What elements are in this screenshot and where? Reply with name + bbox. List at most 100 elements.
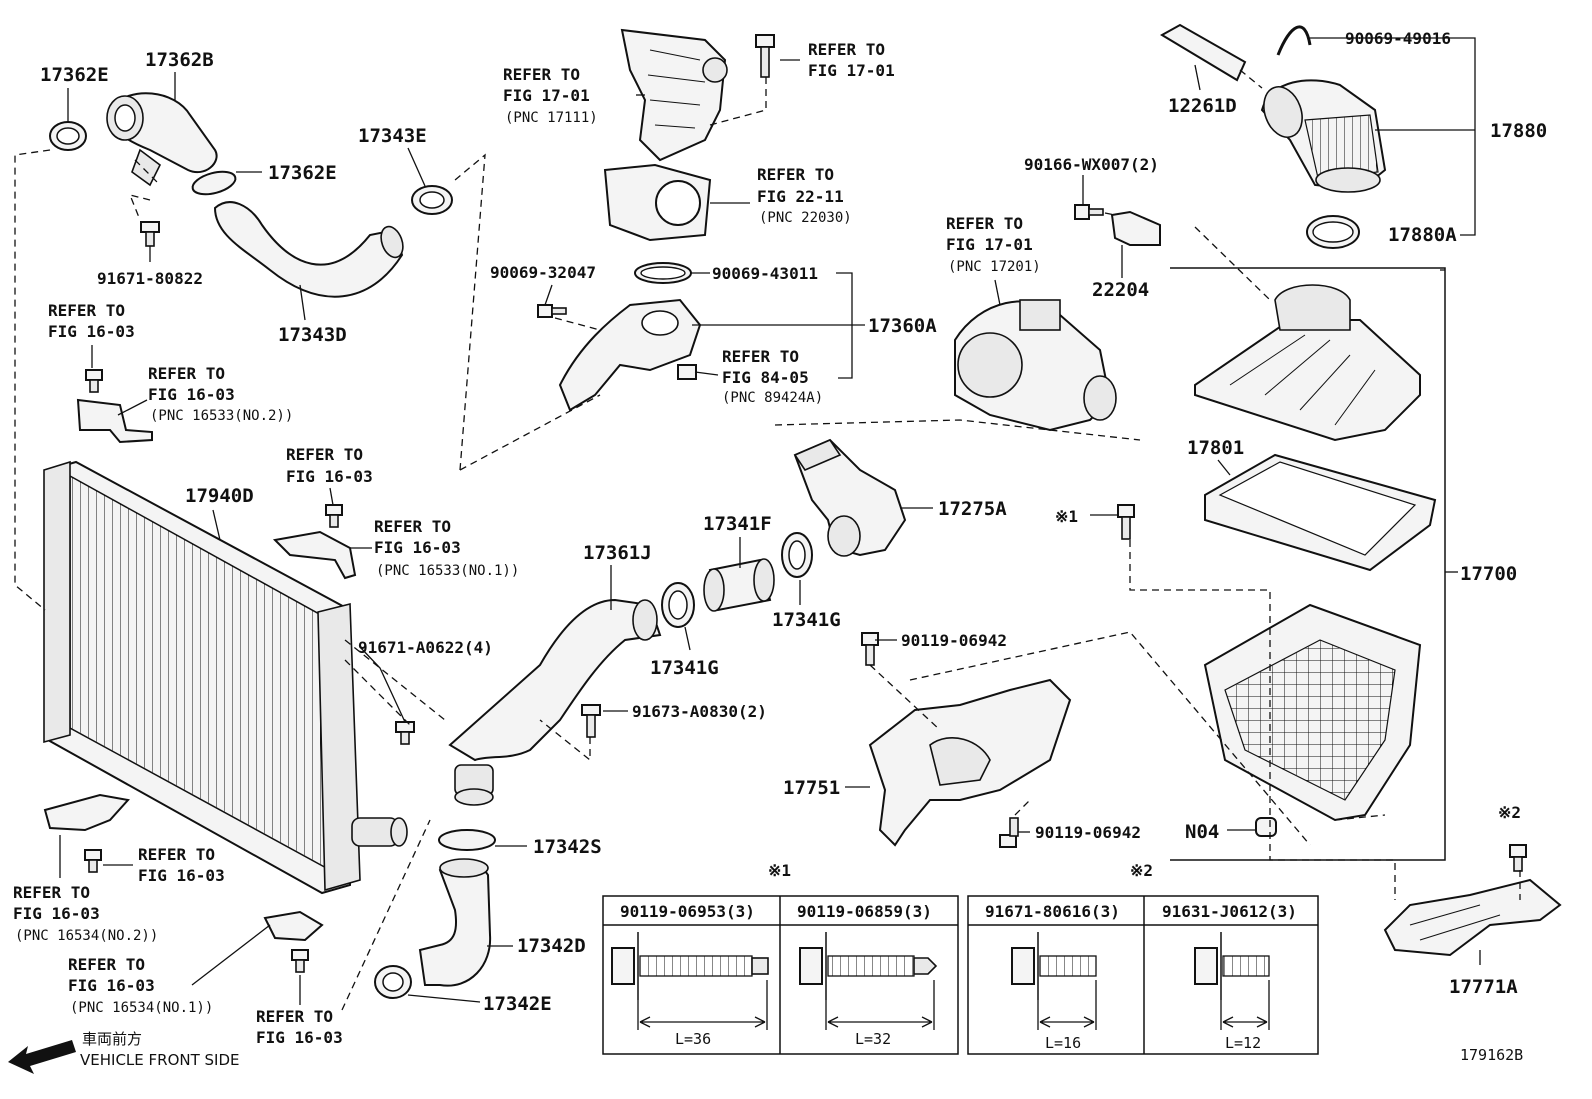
hose-17343d	[213, 201, 404, 298]
ref-17-01-c-l1: REFER TO	[946, 214, 1023, 233]
label-17801: 17801	[1187, 437, 1244, 459]
label-17342d: 17342D	[517, 935, 586, 957]
label-90069-32047: 90069-32047	[490, 263, 596, 282]
bolt-90119-06953-icon	[611, 932, 769, 1000]
ref-84-05-l2: FIG 84-05	[722, 368, 809, 387]
assembly-bracket-17700	[1170, 267, 1458, 861]
label-90069-49016: 90069-49016	[1345, 29, 1451, 48]
front-label-jp: 車両前方	[82, 1030, 142, 1048]
clamp-17341g-a	[661, 582, 695, 628]
label-diagram-id: 179162B	[1460, 1046, 1523, 1064]
table2-col2-part: 91631-J0612(3)	[1162, 902, 1297, 921]
bolt-90119-06859-icon	[799, 932, 938, 1000]
bracket-17771a	[1383, 878, 1562, 957]
label-91673-a0830: 91673-A0830(2)	[632, 702, 767, 721]
clamp-17880a	[1306, 215, 1360, 249]
bolt-refer-17-01	[755, 34, 775, 78]
label-90119-06942-a: 90119-06942	[901, 631, 1007, 650]
bolt-table-1: ※1 90119-06953(3) 90119-06859(3) L=36 L=…	[602, 861, 959, 1055]
gasket-90069-43011	[634, 262, 692, 284]
bolt-91631-j0612-icon	[1194, 932, 1270, 1000]
part-labels: 17362E 17362B 17362E 17343E 17343D 91671…	[40, 29, 1547, 1064]
table2-col1-length: L=16	[1045, 1034, 1081, 1052]
clamp-17362e-b	[191, 170, 237, 196]
sensor-89424a	[677, 364, 697, 380]
table2-col2-length: L=12	[1225, 1034, 1261, 1052]
intake-hose-17880	[1260, 79, 1387, 193]
ref-16-03-g-l3: (PNC 16534(NO.1))	[70, 1000, 213, 1016]
label-12261d: 12261D	[1168, 95, 1237, 117]
bracket-16534-no1	[263, 910, 324, 973]
bolt-table-2: ※2 91671-80616(3) 91631-J0612(3) L=16 L=…	[967, 861, 1319, 1055]
label-17940d: 17940D	[185, 485, 254, 507]
bracket-16534-no2	[43, 793, 130, 873]
ref-84-05-l3: (PNC 89424A)	[722, 390, 823, 406]
label-17341g-b: 17341G	[772, 609, 841, 631]
label-17771a: 17771A	[1449, 976, 1518, 998]
clamp-17362e-a	[49, 121, 87, 151]
sensor-12261d	[1160, 23, 1247, 82]
table1-col1-length: L=36	[675, 1030, 711, 1048]
bolt-91671-80616-icon	[1011, 932, 1097, 1000]
label-90166-wx007: 90166-WX007(2)	[1024, 155, 1159, 174]
vehicle-front-indicator: 車両前方 VEHICLE FRONT SIDE	[8, 1030, 240, 1074]
label-17343d: 17343D	[278, 324, 347, 346]
ref-16-03-d-l1: REFER TO	[374, 517, 451, 536]
label-17751: 17751	[783, 777, 840, 799]
hose-17341f	[703, 558, 775, 612]
label-91671-a0622: 91671-A0622(4)	[358, 638, 493, 657]
ref-16-03-b-l1: REFER TO	[148, 364, 225, 383]
ref-16-03-d-l2: FIG 16-03	[374, 538, 461, 557]
ref-17-01-a-l2: FIG 17-01	[503, 86, 590, 105]
clamp-17343e	[411, 185, 453, 215]
label-90069-43011: 90069-43011	[712, 264, 818, 283]
front-arrow-icon	[8, 1040, 76, 1074]
table1-col2-length: L=32	[855, 1030, 891, 1048]
label-17361j: 17361J	[583, 542, 652, 564]
duct-17751	[868, 678, 1072, 847]
hose-17362b	[106, 92, 218, 187]
air-cleaner-cap-17700	[1194, 284, 1421, 442]
turbo-17201	[954, 299, 1117, 432]
ref-17-01-c-l2: FIG 17-01	[946, 235, 1033, 254]
bolt-90119-06942-b	[999, 817, 1019, 848]
label-90119-06942-b: 90119-06942	[1035, 823, 1141, 842]
label-17362b: 17362B	[145, 49, 214, 71]
ref-16-03-f-l3: (PNC 16534(NO.2))	[15, 928, 158, 944]
clamp-17342s	[438, 829, 496, 851]
ref-22-11-l2: FIG 22-11	[757, 187, 844, 206]
clamp-17341g-b	[781, 532, 813, 578]
label-17342s: 17342S	[533, 836, 602, 858]
bolt-90119-06942-a	[861, 632, 879, 666]
ref-16-03-e-l1: REFER TO	[138, 845, 215, 864]
pipe-17361j	[448, 598, 662, 806]
grommet-n04	[1255, 817, 1277, 837]
pipe-17360a	[558, 298, 702, 412]
label-17342e: 17342E	[483, 993, 552, 1015]
label-17360a: 17360A	[868, 315, 937, 337]
label-17880: 17880	[1490, 120, 1547, 142]
bolt-91671-80822	[140, 221, 160, 247]
clamp-17342e	[374, 965, 412, 999]
duct-17275a	[793, 438, 907, 557]
label-17362e-b: 17362E	[268, 162, 337, 184]
bolt-note1	[1117, 504, 1135, 540]
label-17341g-a: 17341G	[650, 657, 719, 679]
label-91671-80822: 91671-80822	[97, 269, 203, 288]
ref-16-03-f-l1: REFER TO	[13, 883, 90, 902]
label-note1-bolt: ※1	[1055, 507, 1078, 526]
bolt-note2	[1509, 844, 1527, 872]
ref-17-01-b-l1: REFER TO	[808, 40, 885, 59]
bracket-16533-no2	[76, 369, 153, 444]
ref-16-03-g-l2: FIG 16-03	[68, 976, 155, 995]
label-17343e: 17343E	[358, 125, 427, 147]
ref-16-03-g-l1: REFER TO	[68, 955, 145, 974]
bolt-90069-32047	[537, 304, 567, 318]
table2-col1-part: 91671-80616(3)	[985, 902, 1120, 921]
label-22204: 22204	[1092, 279, 1149, 301]
ref-16-03-a-l2: FIG 16-03	[48, 322, 135, 341]
bolt-90166-wx007	[1074, 204, 1104, 220]
ref-16-03-b-l2: FIG 16-03	[148, 385, 235, 404]
hose-clamp-90069-49016	[1276, 25, 1312, 56]
